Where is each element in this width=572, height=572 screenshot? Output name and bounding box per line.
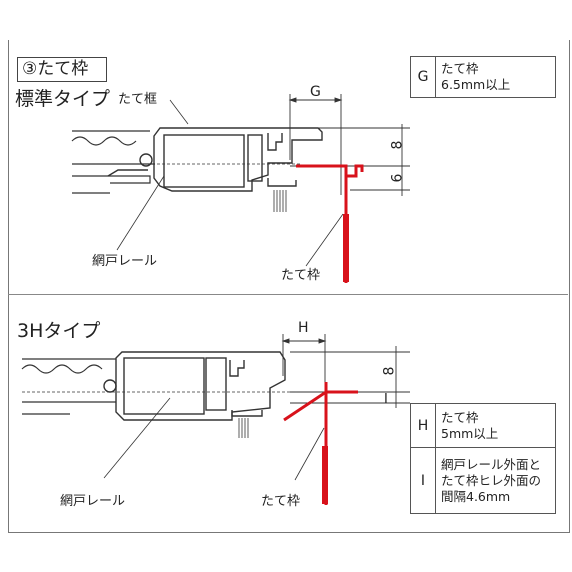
3h-brush (238, 418, 249, 438)
standard-dim-8: 8 (389, 140, 406, 150)
spec-g-line1: たて枠 (441, 61, 479, 76)
3h-frame-leader (294, 427, 325, 481)
3h-rail-leader (103, 397, 171, 479)
standard-screen-rail-mesh (71, 130, 155, 194)
spec-h-line2: 5mm以上 (441, 425, 499, 441)
spec-i-line3: 間隔4.6mm (441, 488, 511, 504)
standard-label-rail: 網戸レール (92, 254, 158, 269)
standard-frame-leader (305, 213, 344, 267)
section-title-box: ③たて枠 (17, 57, 107, 82)
spec-g-line2: 6.5mm以上 (441, 77, 511, 92)
3h-label-rail: 網戸レール (60, 494, 126, 509)
standard-subtitle-leader (169, 99, 189, 125)
spec-i-value: 網戸レール外面と たて枠ヒレ外面の 間隔4.6mm (435, 447, 556, 514)
3h-label-frame: たて枠 (261, 494, 301, 509)
standard-dim-g: G (310, 84, 321, 100)
3h-dim-8: 8 (381, 366, 398, 376)
standard-frame-profile (107, 127, 323, 192)
3h-type-title: 3Hタイプ (17, 320, 101, 342)
standard-brush (273, 190, 287, 212)
3h-red-frame (283, 382, 358, 505)
dim-h (281, 334, 410, 420)
spec-i-line2: たて枠ヒレ外面の (441, 472, 542, 488)
standard-label-frame: たて枠 (281, 268, 321, 283)
3h-dim-h: H (298, 320, 309, 336)
3h-frame-profile (103, 351, 286, 421)
spec-h-key: H (410, 403, 436, 448)
diagram-frame (8, 40, 570, 533)
spec-g-value: たて枠 6.5mm以上 (435, 56, 556, 98)
spec-table-hi: H たて枠 5mm以上 I 網戸レール外面と たて枠ヒレ外面の 間隔4.6mm (410, 403, 556, 514)
standard-rail-leader (116, 175, 165, 251)
3h-screen-rail-mesh (21, 358, 116, 415)
spec-h-value: たて枠 5mm以上 (435, 403, 556, 448)
spec-table-g: G たて枠 6.5mm以上 (410, 56, 556, 98)
section-divider (8, 294, 568, 295)
standard-type-subtitle: たて框 (118, 92, 158, 107)
spec-h-line1: たて枠 (441, 409, 479, 425)
spec-i-key: I (410, 447, 436, 514)
standard-dim-6: 6 (389, 173, 406, 183)
3h-dim-i: I (384, 392, 388, 407)
standard-red-fin (343, 214, 349, 282)
spec-i-line1: 網戸レール外面と (441, 456, 542, 472)
standard-type-title: 標準タイプ (15, 88, 111, 110)
section-title: ③たて枠 (22, 59, 89, 79)
3h-red-fin (322, 446, 328, 504)
